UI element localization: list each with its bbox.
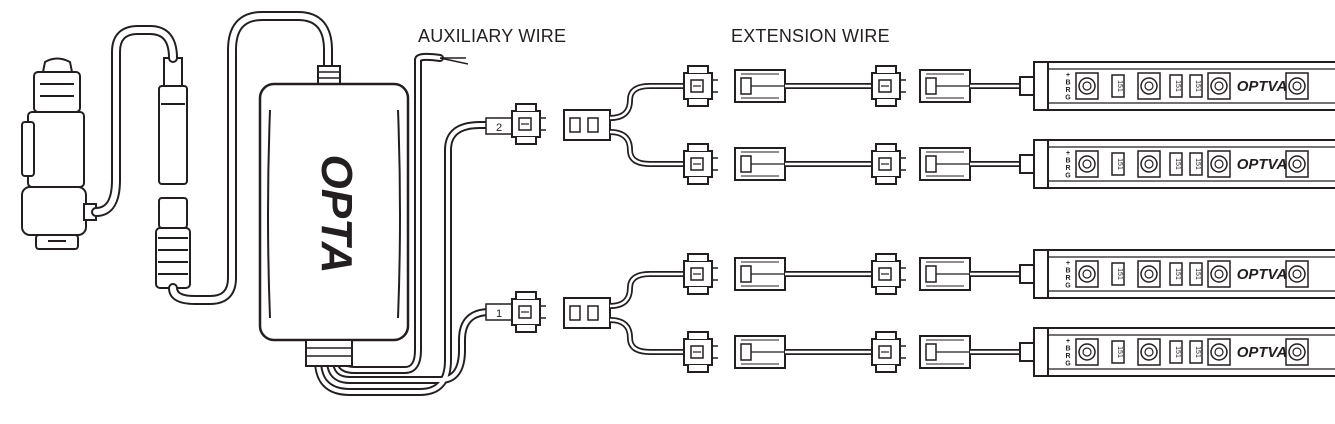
resistor-code: 151 (1116, 158, 1123, 170)
strip-logo: OPTVA (1237, 344, 1288, 361)
controller-logo: OPTA (312, 155, 361, 274)
extension-male-connector (734, 335, 786, 369)
resistor-code: 151 (1174, 346, 1181, 358)
extension-male-connector (734, 69, 786, 103)
resistor-code: 151 (1194, 268, 1201, 280)
resistor-code: 151 (1116, 268, 1123, 280)
pin-label: G (1065, 283, 1071, 290)
strip-logo: OPTVA (1237, 156, 1288, 173)
controller-box: OPTA (258, 65, 410, 367)
pin-label: B (1065, 158, 1070, 165)
extension-female-connector (871, 143, 907, 185)
led-strip: +BRG 151 151 151 OPTVA (1047, 249, 1335, 299)
strip-male-connector (919, 257, 971, 291)
pin-label: B (1065, 80, 1070, 87)
extension-female-connector (871, 331, 907, 373)
y-branch-wires (609, 83, 684, 355)
pin-label: G (1065, 361, 1071, 368)
strip-end-cap (1019, 342, 1035, 362)
y-branch-wires-inner (609, 84, 684, 354)
output-cable-harness-inner (316, 54, 502, 394)
strip-row-1: +BRG 151 151 151 OPTVA (683, 61, 1335, 111)
dc-barrel-connector-top (158, 57, 188, 185)
dc-barrel-connector-bottom (155, 197, 191, 289)
strip-end-cap (1019, 154, 1035, 174)
strip-logo: OPTVA (1237, 266, 1288, 283)
strip-female-connector (683, 253, 719, 295)
pin-label: G (1065, 173, 1071, 180)
extension-male-connector (734, 257, 786, 291)
resistor-code: 151 (1174, 80, 1181, 92)
strip-logo: OPTVA (1237, 78, 1288, 95)
strip-row-2: +BRG 151 151 151 OPTVA (683, 139, 1335, 189)
pin-label: + (1066, 260, 1070, 267)
pin-label: B (1065, 268, 1070, 275)
resistor-code: 151 (1174, 268, 1181, 280)
pin-label: + (1066, 72, 1070, 79)
pin-label: + (1066, 338, 1070, 345)
led-strip: +BRG 151 151 151 OPTVA (1047, 327, 1335, 377)
pin-label: + (1066, 150, 1070, 157)
strip-end-cap (1019, 76, 1035, 96)
pin-label: R (1065, 87, 1070, 94)
led-strip: +BRG 151 151 151 OPTVA (1047, 61, 1335, 111)
strip-end-cap (1019, 264, 1035, 284)
auxiliary-wire-label: AUXILIARY WIRE (418, 26, 567, 46)
strip-male-connector (919, 147, 971, 181)
harness-tag-2: 2 (496, 122, 502, 134)
strip-male-connector (919, 69, 971, 103)
resistor-code: 151 (1116, 80, 1123, 92)
led-strip: +BRG 151 151 151 OPTVA (1047, 139, 1335, 189)
resistor-code: 151 (1116, 346, 1123, 358)
extension-female-connector (871, 65, 907, 107)
cigarette-lighter-plug (21, 57, 97, 250)
strip-female-connector (683, 331, 719, 373)
extension-wire-label: EXTENSION WIRE (731, 26, 890, 46)
pin-label: B (1065, 346, 1070, 353)
harness-tag-1: 1 (496, 308, 502, 320)
extension-female-connector (871, 253, 907, 295)
splitter-bottom: 1 (485, 291, 611, 333)
power-cable-inner (93, 13, 331, 303)
extension-male-connector (734, 147, 786, 181)
resistor-code: 151 (1194, 158, 1201, 170)
strip-female-connector (683, 143, 719, 185)
resistor-code: 151 (1174, 158, 1181, 170)
splitter-top: 2 (485, 103, 611, 145)
resistor-code: 151 (1194, 346, 1201, 358)
pin-label: R (1065, 353, 1070, 360)
pin-label: R (1065, 165, 1070, 172)
strip-male-connector (919, 335, 971, 369)
auxiliary-wire-end (439, 57, 469, 65)
pin-label: G (1065, 95, 1071, 102)
strip-row-4: +BRG 151 151 151 OPTVA (683, 327, 1335, 377)
pin-label: R (1065, 275, 1070, 282)
strip-female-connector (683, 65, 719, 107)
strip-row-3: +BRG 151 151 151 OPTVA (683, 249, 1335, 299)
resistor-code: 151 (1194, 80, 1201, 92)
